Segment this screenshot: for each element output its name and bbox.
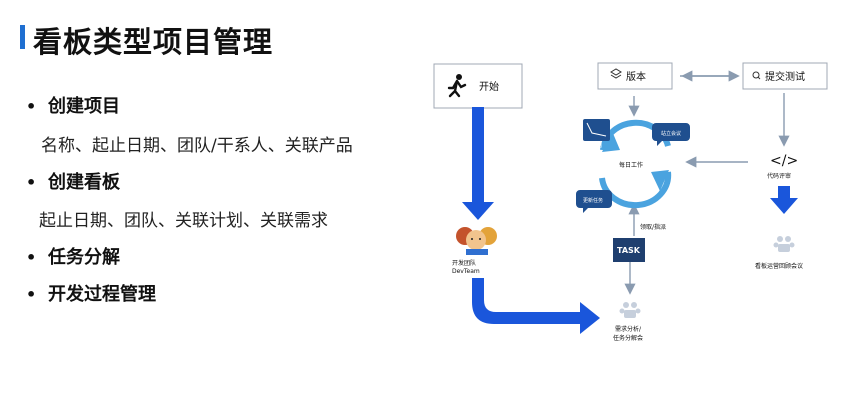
arrow-team-to-requirement-shaft bbox=[472, 278, 580, 324]
blue-down-arrow bbox=[770, 186, 798, 214]
start-node: 开始 bbox=[433, 63, 523, 109]
bullet-task-breakdown: • 任务分解 bbox=[26, 243, 120, 269]
bullet-create-board: • 创建看板 bbox=[26, 168, 120, 194]
requirement-label-line2: 任务分解会 bbox=[613, 334, 643, 342]
bullet-dot: • bbox=[26, 285, 37, 304]
code-review-node: </> 代码评审 bbox=[767, 153, 798, 214]
bullet-detail: 名称、起止日期、团队/干系人、关联产品 bbox=[41, 136, 353, 156]
task-caption: 领取/指派 bbox=[640, 223, 666, 231]
code-icon: </> bbox=[770, 153, 798, 169]
bullet-label: 任务分解 bbox=[48, 247, 120, 268]
kanban-meeting-node: 看板运营回顾会议 bbox=[755, 236, 803, 270]
blue-flow-arrows bbox=[462, 107, 600, 334]
layers-icon bbox=[610, 68, 622, 79]
code-review-label: 代码评审 bbox=[767, 172, 791, 180]
arrow-team-to-requirement-head bbox=[580, 302, 600, 334]
submit-test-node: 提交测试 bbox=[742, 62, 828, 90]
update-task-label: 更新任务 bbox=[583, 197, 603, 204]
dev-team-label: 开发团队 bbox=[452, 259, 476, 267]
bullet-dot: • bbox=[26, 248, 37, 267]
kanban-meeting-label: 看板运营回顾会议 bbox=[755, 262, 803, 270]
dev-team-node: 开发团队 DevTeam bbox=[452, 227, 497, 275]
slide-title: 看板类型项目管理 bbox=[33, 25, 274, 59]
burndown-label: 燃尽图 bbox=[587, 142, 602, 149]
grey-arrows bbox=[624, 70, 790, 295]
update-task-bubble: 更新任务 bbox=[576, 190, 612, 213]
bullet-label: 创建看板 bbox=[48, 172, 120, 193]
requirement-node: 需求分析/ 任务分解会 bbox=[613, 302, 643, 342]
standup-meeting-label: 站立会议 bbox=[661, 130, 681, 137]
version-label: 版本 bbox=[626, 70, 646, 83]
task-node: TASK 领取/指派 bbox=[613, 223, 666, 262]
dev-team-sublabel: DevTeam bbox=[452, 268, 480, 275]
arrow-start-to-team-head bbox=[462, 202, 494, 220]
team-icon bbox=[619, 302, 641, 318]
daily-work-label: 每日工作 bbox=[619, 161, 643, 169]
bullet-dev-process: • 开发过程管理 bbox=[26, 280, 156, 306]
arrow-start-to-team-shaft bbox=[472, 107, 484, 203]
team-icon bbox=[773, 236, 795, 252]
start-label: 开始 bbox=[479, 80, 499, 93]
svg-text:</>: </> bbox=[770, 153, 798, 169]
bullet-dot: • bbox=[26, 173, 37, 192]
search-icon bbox=[752, 71, 761, 80]
runner-icon bbox=[447, 74, 467, 98]
bullet-create-project: • 创建项目 bbox=[26, 92, 120, 118]
bullet-dot: • bbox=[26, 97, 37, 116]
bullet-detail: 起止日期、团队、关联计划、关联需求 bbox=[39, 211, 328, 231]
burndown-node: 燃尽图 bbox=[583, 119, 610, 149]
burndown-chart-icon bbox=[586, 122, 607, 137]
task-label: TASK bbox=[617, 246, 641, 255]
team-faces-icon bbox=[456, 227, 497, 255]
standup-meeting-bubble: 站立会议 bbox=[652, 123, 690, 146]
requirement-label-line1: 需求分析/ bbox=[615, 325, 642, 333]
bullet-label: 创建项目 bbox=[48, 96, 120, 117]
bullet-label: 开发过程管理 bbox=[48, 284, 156, 305]
title-accent-bar bbox=[20, 25, 25, 49]
version-node: 版本 bbox=[597, 62, 673, 90]
submit-test-label: 提交测试 bbox=[765, 70, 805, 83]
